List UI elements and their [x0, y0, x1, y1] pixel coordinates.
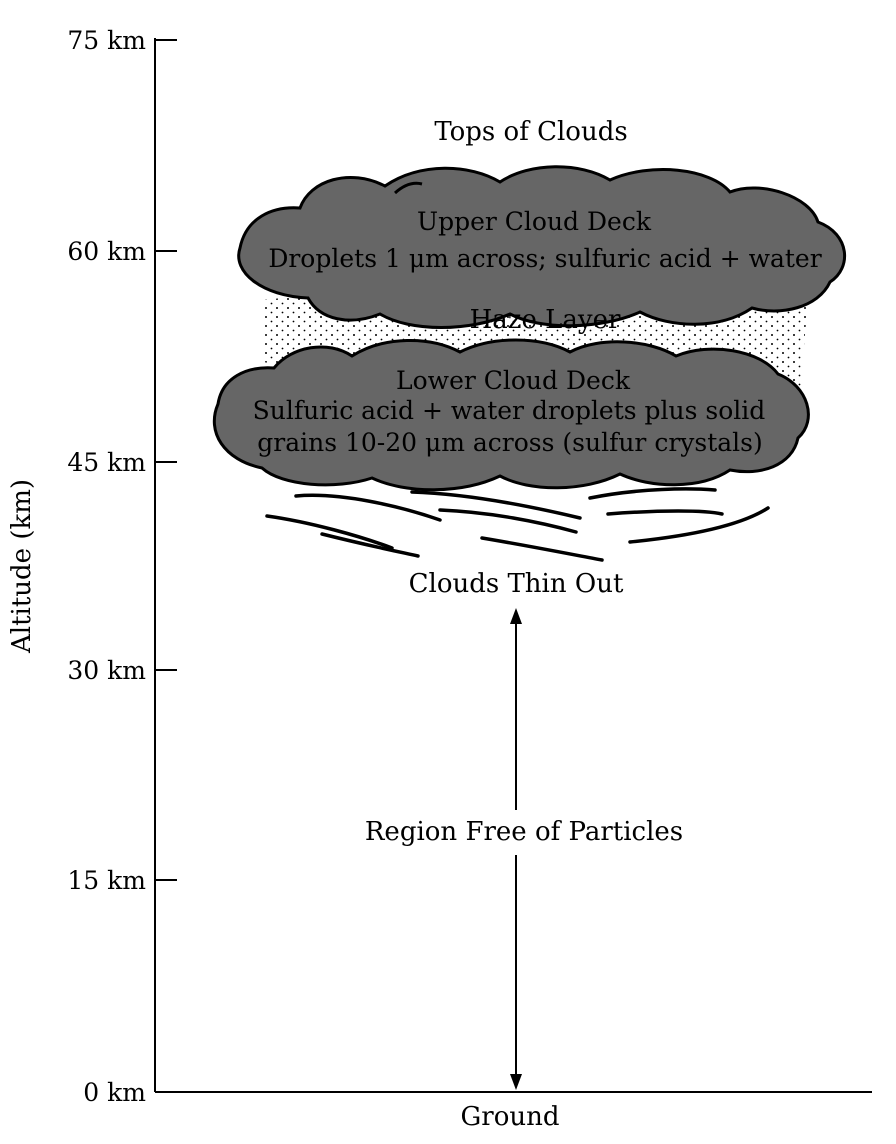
clouds-thin-out-label: Clouds Thin Out [409, 569, 624, 599]
axis-title: Altitude (km) [7, 479, 37, 654]
lower-cloud-title: Lower Cloud Deck [396, 366, 631, 395]
tick-label-45: 45 km [67, 448, 146, 477]
tick-label-75: 75 km [67, 26, 146, 55]
tick-label-15: 15 km [67, 866, 146, 895]
tops-of-clouds-label: Tops of Clouds [434, 117, 627, 147]
arrow-head-up [510, 608, 522, 624]
thin-cloud-wisps [265, 487, 770, 562]
lower-cloud-line-1: Sulfuric acid + water droplets plus soli… [253, 396, 766, 425]
arrow-head-down [510, 1074, 522, 1090]
lower-cloud-deck-shape [212, 338, 810, 492]
haze-layer-label: Haze Layer [470, 305, 621, 335]
upper-cloud-deck-shape [237, 165, 846, 329]
tick-label-30: 30 km [67, 656, 146, 685]
lower-cloud-line-2: grains 10-20 μm across (sulfur crystals) [257, 428, 763, 457]
upper-cloud-title: Upper Cloud Deck [417, 207, 652, 236]
region-free-label: Region Free of Particles [365, 817, 683, 847]
upper-cloud-description: Droplets 1 μm across; sulfuric acid + wa… [268, 244, 821, 273]
tick-label-0: 0 km [83, 1078, 146, 1107]
ground-label: Ground [461, 1102, 560, 1132]
tick-label-60: 60 km [67, 237, 146, 266]
upper-cloud-crease [393, 181, 423, 195]
